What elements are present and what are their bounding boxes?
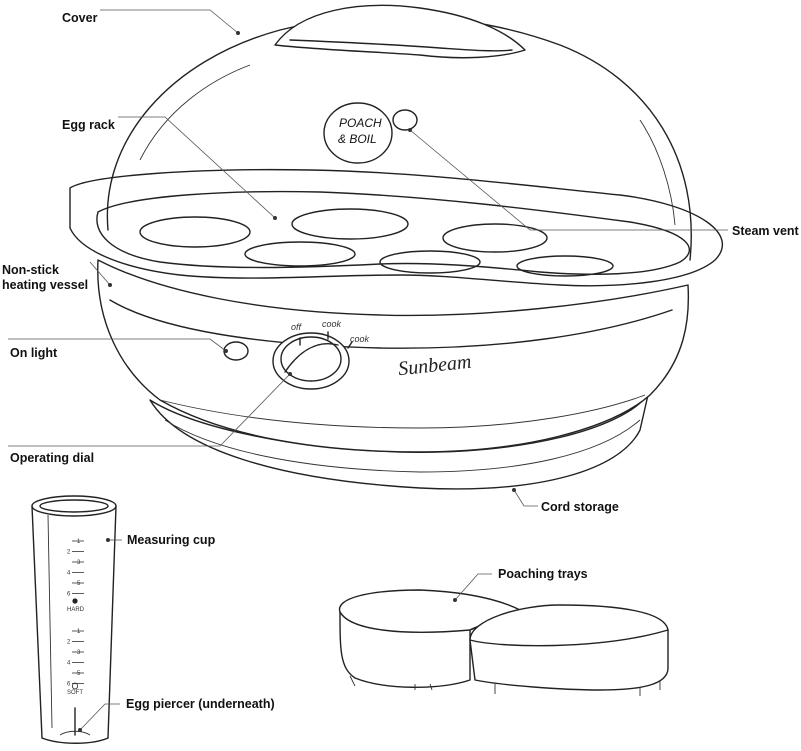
soft-label: SOFT	[67, 690, 83, 696]
cup-scale-number: 3	[77, 560, 81, 566]
label-operating-dial: Operating dial	[10, 451, 94, 465]
cup-scale-number: 4	[67, 661, 71, 667]
badge-line-1: POACH	[339, 116, 382, 130]
leader-egg-piercer	[79, 703, 120, 731]
dial-label-cook: cook	[322, 319, 342, 329]
callout-labels: Cover Egg rack Steam vent Non-stick heat…	[2, 11, 800, 711]
label-cord-storage: Cord storage	[541, 500, 619, 514]
label-heating-vessel-2: heating vessel	[2, 278, 88, 292]
egg-hole	[139, 216, 251, 248]
cup-scale-number: 5	[77, 671, 81, 677]
cup-scale-number: 1	[77, 539, 81, 545]
cup-scale-number: 2	[67, 550, 71, 556]
hard-label: HARD	[67, 607, 85, 613]
callout-lines	[8, 9, 728, 732]
dial-label-cook-buzzer: cook	[350, 334, 370, 344]
vessel-rim	[69, 168, 723, 287]
label-heating-vessel-1: Non-stick	[2, 263, 59, 277]
soft-circle	[72, 682, 79, 690]
cup-scale-number: 5	[77, 581, 81, 587]
badge-line-2: & BOIL	[338, 132, 377, 146]
label-egg-piercer: Egg piercer (underneath)	[126, 697, 275, 711]
label-on-light: On light	[10, 346, 58, 360]
egg-hole	[379, 250, 481, 274]
label-steam-vent: Steam vent	[732, 224, 800, 238]
label-measuring-cup: Measuring cup	[127, 533, 216, 547]
dial-label-off: off	[291, 322, 303, 332]
egg-hole	[291, 208, 409, 240]
egg-hole	[516, 255, 614, 277]
operating-dial: off cook cook	[272, 319, 370, 390]
cup-scale-number: 1	[77, 629, 81, 635]
poaching-trays	[338, 589, 669, 696]
egg-cooker-illustration: POACH & BOIL off cook cook Sunbeam	[69, 4, 723, 490]
cup-scale-number: 6	[67, 592, 71, 598]
cup-scale-number: 4	[67, 571, 71, 577]
egg-hole	[442, 223, 548, 253]
cup-scale-number: 2	[67, 640, 71, 646]
label-poaching-trays: Poaching trays	[498, 567, 588, 581]
leader-operating-dial	[8, 373, 291, 447]
heating-vessel-body	[97, 259, 690, 453]
steam-vent	[392, 109, 418, 131]
leader-steam-vent	[409, 129, 728, 231]
leader-cord-storage	[513, 489, 538, 507]
cup-scale-number: 6	[67, 682, 71, 688]
leader-cover	[100, 9, 239, 34]
hard-dot	[72, 598, 78, 604]
leader-egg-rack	[118, 116, 276, 219]
cover-handle	[274, 4, 526, 59]
leader-on-light	[8, 338, 227, 352]
cup-scale-number: 3	[77, 650, 81, 656]
label-egg-rack: Egg rack	[62, 118, 115, 132]
leader-heating-vessel	[89, 261, 111, 286]
poach-boil-badge	[323, 102, 393, 164]
label-cover: Cover	[62, 11, 98, 25]
leader-poaching-trays	[454, 573, 492, 601]
egg-hole	[244, 241, 356, 267]
